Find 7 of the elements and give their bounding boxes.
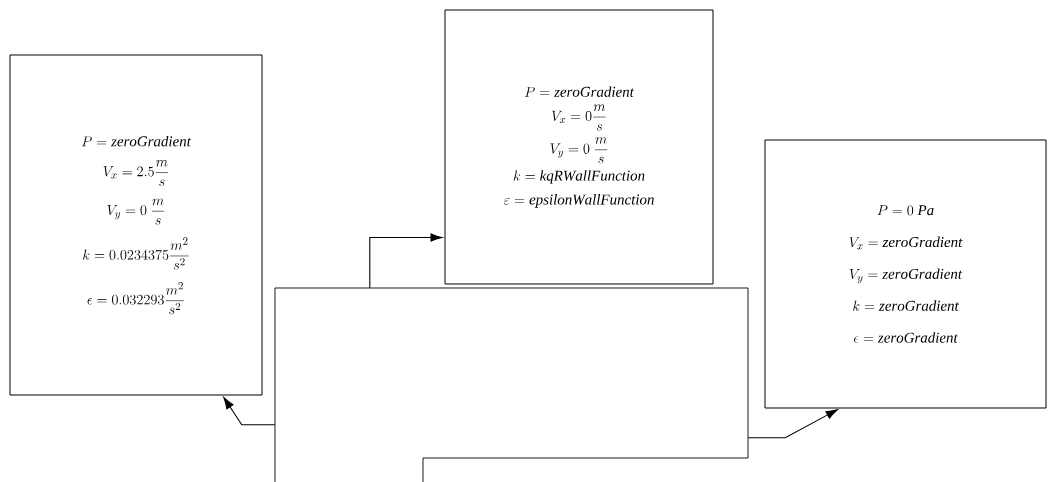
arrow bbox=[223, 397, 276, 426]
condition-box: $P = 0\ \mathit{Pa}$ $V_x = \mathit{zeroGradient}$ $V_y = \mathit{zeroGradient}$ $k = \mathit{zeroGradient}$ $\epsilon = \mathit{zeroGradient}$ bbox=[764, 139, 1047, 409]
arrow bbox=[747, 409, 838, 439]
condition-box: $P = \mathit{zeroGradient}$ $V_x = 0\dfrac{m}{s}$ $V_y = 0\ \dfrac{m}{s}$ $k = \mathit{kqRWallFunction}$ $\varepsilon = \mathit{epsilonWallFunction}$ bbox=[444, 9, 714, 285]
arrow bbox=[369, 233, 443, 289]
condition-box: $P = \mathit{zeroGradient}$ $V_x = 2.5\dfrac{m}{s}$ $V_y = 0\ \dfrac{m}{s}$ $k = 0.0234375\dfrac{m^2}{s^2}$ $\epsilon = 0.032293\dfrac{m^2}{s^2}$ bbox=[9, 54, 263, 396]
channel-geometry bbox=[274, 287, 749, 482]
